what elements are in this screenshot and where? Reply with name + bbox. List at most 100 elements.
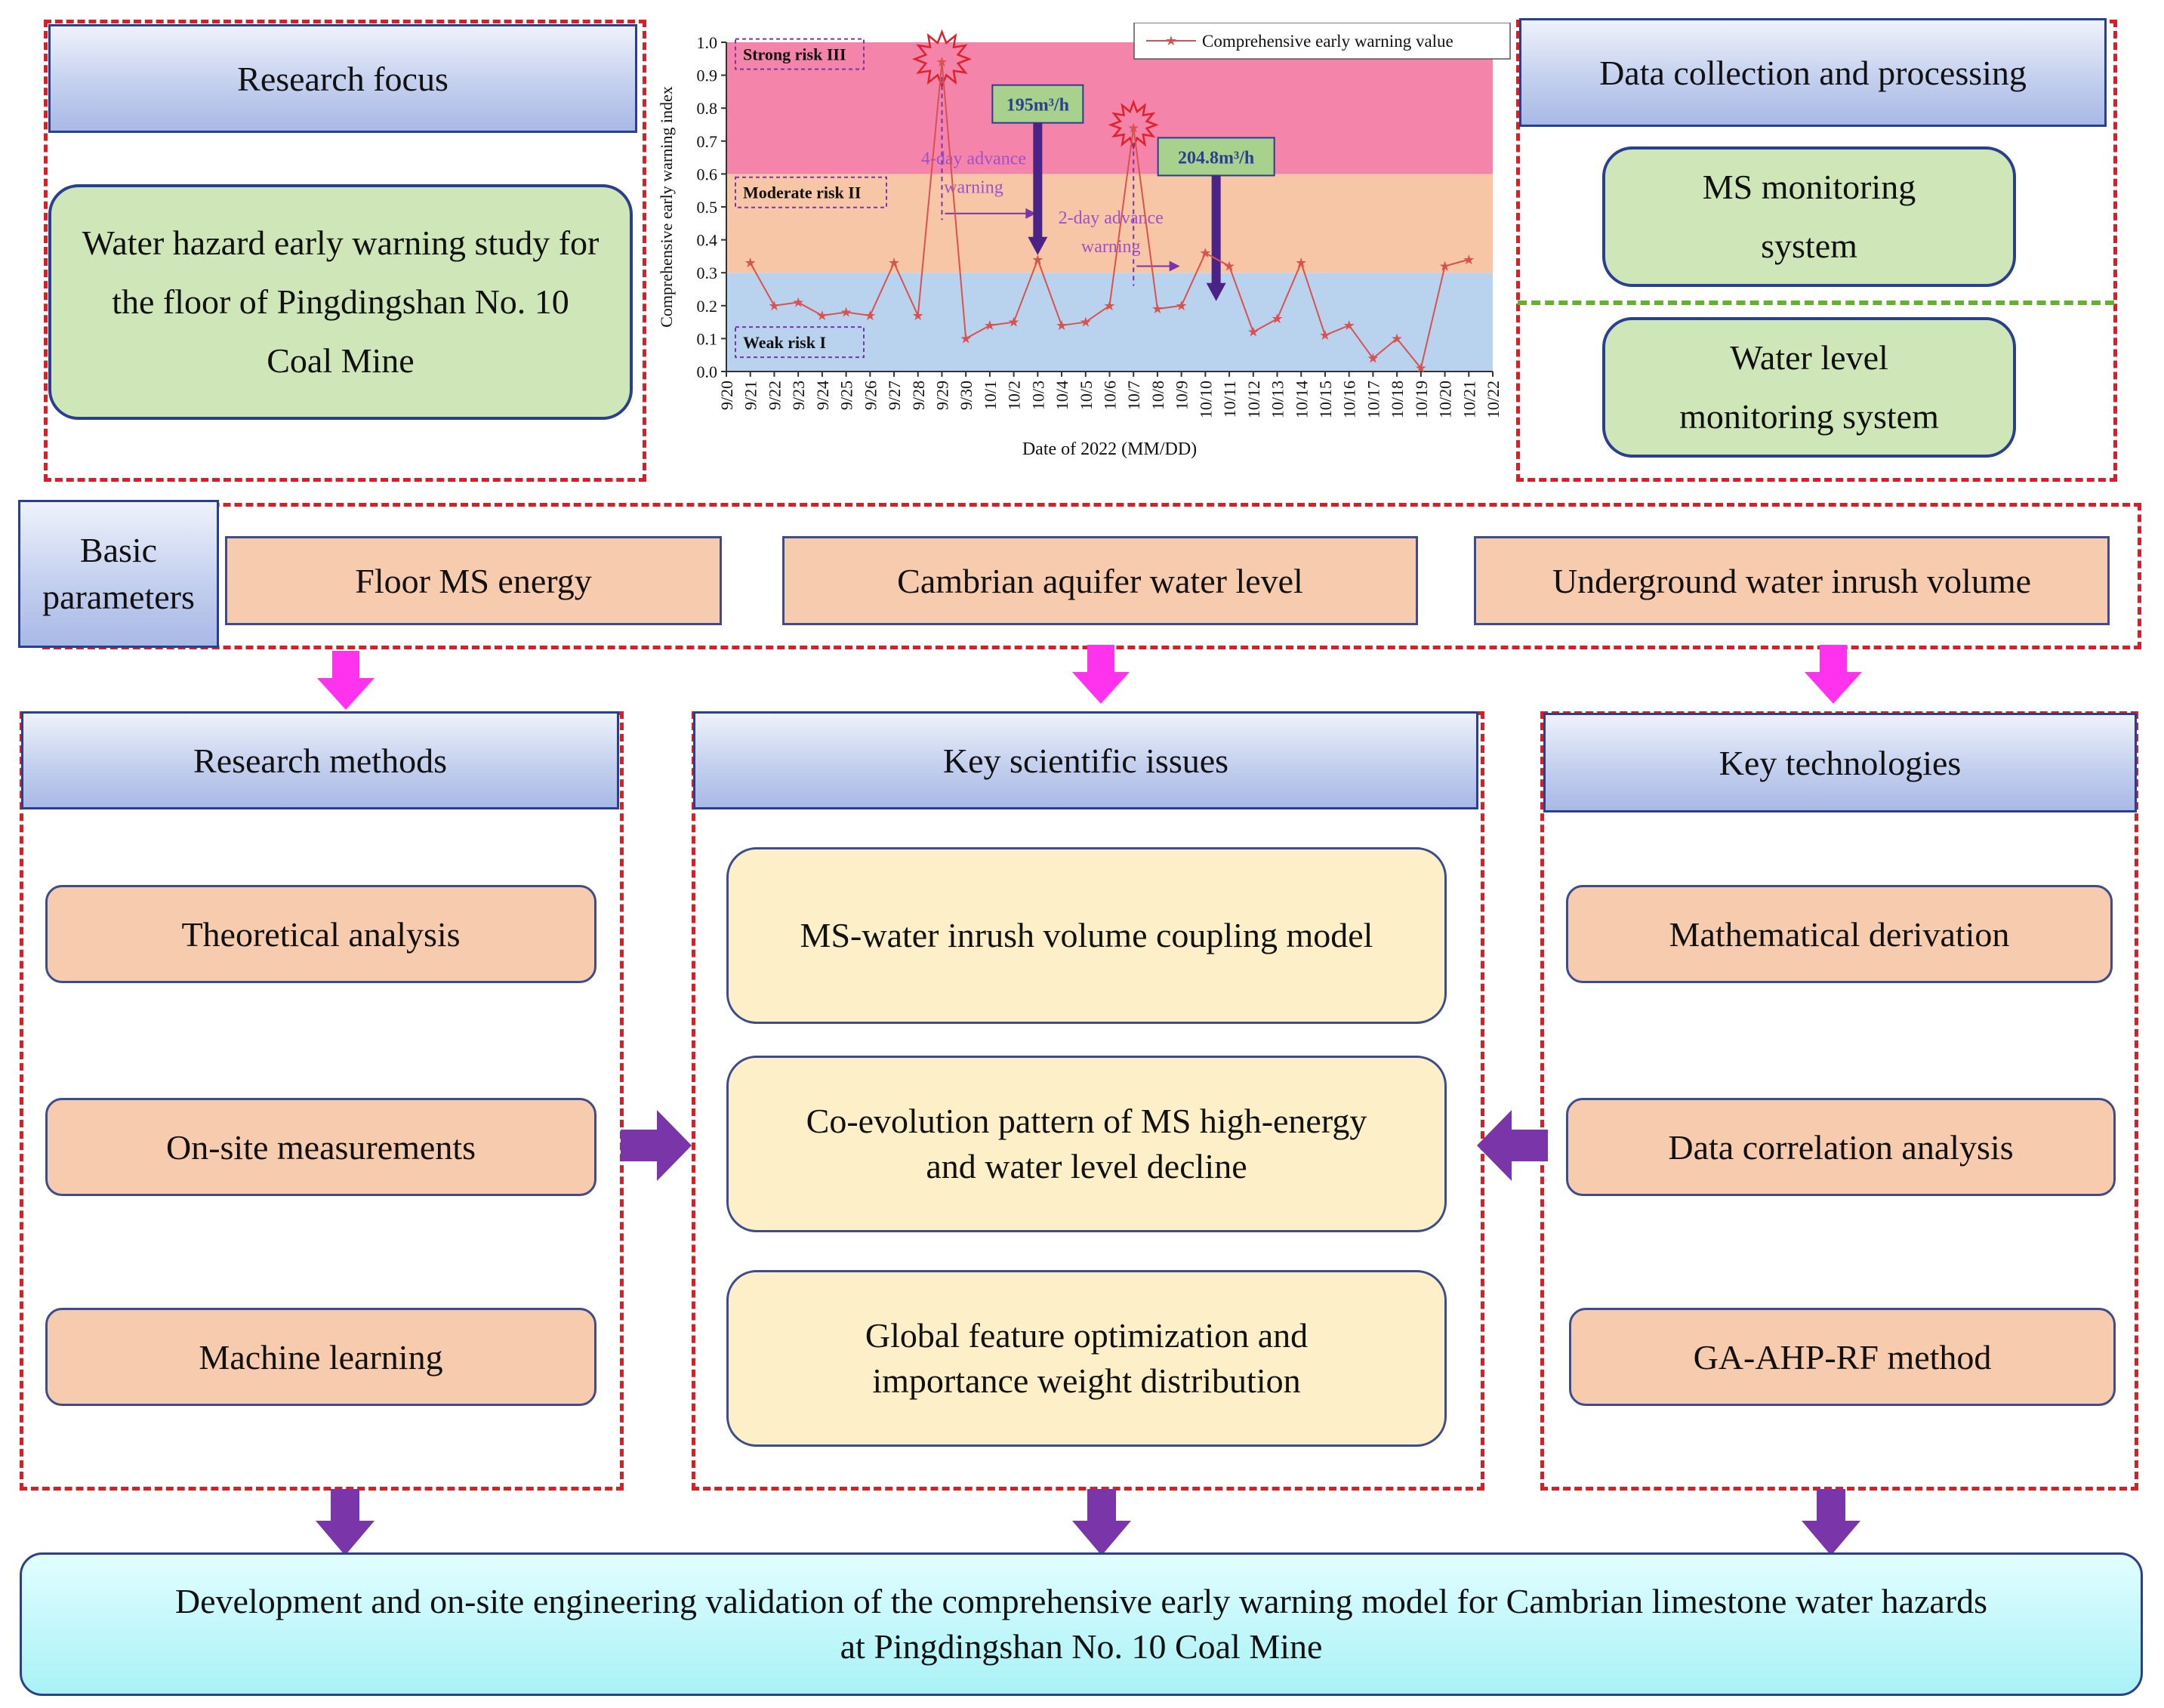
x-tick-label: 9/27 [885, 381, 904, 410]
x-tick-label: 10/19 [1412, 381, 1431, 418]
risk-label-frame [735, 38, 865, 70]
data-point: ★ [768, 298, 780, 314]
risk-band-3 [726, 42, 1493, 174]
x-tick-label: 10/22 [1484, 381, 1503, 418]
data-point: ★ [1223, 258, 1235, 274]
data-point: ★ [792, 294, 804, 310]
risk-band-2 [726, 174, 1493, 273]
issue-feature-optimization: Global feature optimization and importan… [726, 1270, 1447, 1447]
x-tick-label: 9/30 [957, 381, 976, 410]
data-point: ★ [1391, 331, 1403, 347]
data-point: ★ [1080, 315, 1092, 331]
x-tick-label: 10/15 [1316, 381, 1335, 418]
x-tick-label: 10/7 [1124, 381, 1143, 410]
purple-arrow-right [621, 1110, 692, 1181]
flow2-head [1206, 282, 1226, 301]
data-point: ★ [936, 54, 948, 70]
y-tick-label: 0.9 [697, 66, 718, 85]
data-point: ★ [1103, 298, 1115, 314]
data-point: ★ [1199, 245, 1211, 261]
advance2-arrowhead [1169, 261, 1180, 272]
data-collection-header: Data collection and processing [1519, 18, 2107, 127]
purple-arrow-down-center [1072, 1489, 1131, 1555]
research-focus-header: Research focus [48, 24, 637, 133]
param-water-inrush-volume: Underground water inrush volume [1474, 536, 2110, 625]
data-point: ★ [1438, 258, 1450, 274]
x-tick-label: 10/18 [1388, 381, 1407, 418]
x-tick-label: 10/5 [1077, 381, 1096, 410]
data-point: ★ [1343, 318, 1355, 334]
issue-coupling-model: MS-water inrush volume coupling model [726, 847, 1447, 1024]
x-tick-label: 10/4 [1053, 381, 1071, 410]
risk-band-1 [726, 273, 1493, 372]
flow1-head [1028, 236, 1048, 255]
flow2-shaft [1211, 175, 1221, 285]
tech-data-correlation-analysis: Data correlation analysis [1566, 1098, 2116, 1196]
data-point: ★ [1319, 328, 1331, 344]
y-tick-label: 0.3 [697, 264, 718, 282]
data-point: ★ [888, 255, 900, 271]
y-tick-label: 0.5 [697, 198, 718, 217]
data-point: ★ [1271, 311, 1283, 327]
x-tick-label: 9/23 [789, 381, 808, 410]
method-on-site-measurements: On-site measurements [45, 1098, 596, 1196]
x-tick-label: 10/17 [1364, 381, 1383, 418]
tech-mathematical-derivation: Mathematical derivation [1566, 885, 2113, 983]
research-methods-header: Research methods [21, 711, 619, 809]
legend-label: Comprehensive early warning value [1202, 32, 1453, 51]
key-technologies-header: Key technologies [1543, 713, 2137, 812]
alert-burst-2 [1108, 99, 1159, 151]
x-tick-label: 10/14 [1292, 381, 1311, 418]
y-axis-title: Comprehensive early warning index [657, 86, 676, 328]
x-tick-label: 9/25 [837, 381, 856, 410]
data-point: ★ [984, 318, 996, 334]
x-tick-label: 10/1 [981, 381, 1000, 410]
x-tick-label: 9/29 [932, 381, 951, 410]
purple-arrow-down-left [316, 1489, 375, 1555]
water-level-monitoring-box: Water level monitoring system [1602, 317, 2016, 458]
data-point: ★ [1127, 120, 1139, 136]
legend-box [1133, 23, 1511, 60]
risk-label-frame [735, 176, 887, 208]
data-point: ★ [1031, 252, 1043, 268]
issue-co-evolution-pattern: Co-evolution pattern of MS high-energy a… [726, 1056, 1447, 1232]
x-tick-label: 10/8 [1148, 381, 1167, 410]
x-tick-label: 10/9 [1173, 381, 1191, 410]
advance1-arrowhead [1025, 208, 1037, 219]
tech-ga-ahp-rf-method: GA-AHP-RF method [1569, 1308, 2116, 1406]
param-cambrian-water-level: Cambrian aquifer water level [782, 536, 1418, 625]
green-divider [1518, 301, 2114, 305]
data-point: ★ [1295, 255, 1307, 271]
data-point: ★ [1415, 361, 1427, 377]
risk-band-label: Moderate risk II [743, 183, 861, 202]
x-tick-label: 10/3 [1028, 381, 1047, 410]
x-tick-label: 9/26 [861, 381, 880, 410]
x-tick-label: 10/21 [1460, 381, 1478, 418]
chart-legend: ★Comprehensive early warning value [1133, 23, 1511, 60]
data-point: ★ [864, 308, 876, 324]
x-tick-label: 10/13 [1268, 381, 1287, 418]
magenta-arrow-right [1805, 645, 1862, 704]
flow1-box [991, 84, 1084, 124]
x-tick-label: 9/28 [909, 381, 928, 410]
data-point: ★ [744, 255, 757, 271]
purple-arrow-down-right [1802, 1489, 1860, 1555]
data-point: ★ [912, 308, 924, 324]
risk-label-frame [735, 326, 865, 359]
x-tick-label: 10/6 [1101, 381, 1120, 410]
x-tick-label: 9/22 [765, 381, 784, 410]
x-tick-label: 10/11 [1220, 381, 1239, 418]
method-machine-learning: Machine learning [45, 1308, 596, 1406]
y-tick-label: 1.0 [697, 33, 718, 52]
y-tick-label: 0.1 [697, 329, 718, 348]
y-tick-label: 0.7 [697, 132, 718, 151]
x-tick-label: 9/21 [741, 381, 760, 410]
data-point: ★ [1176, 298, 1188, 314]
data-point: ★ [1151, 301, 1164, 317]
basic-parameters-header: Basic parameters [18, 500, 219, 648]
y-tick-label: 0.8 [697, 99, 718, 118]
